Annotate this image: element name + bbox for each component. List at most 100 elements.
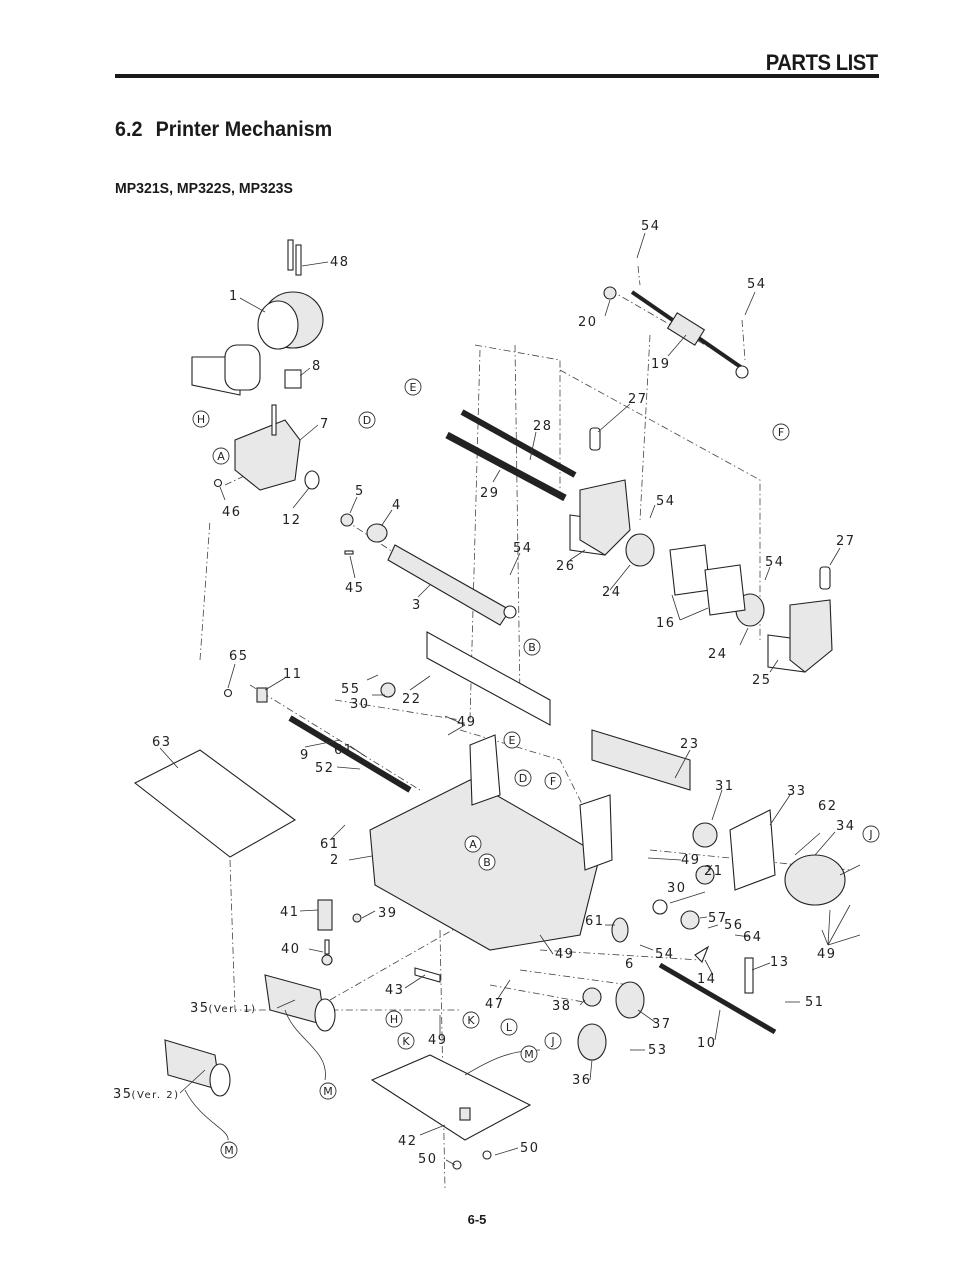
- callout-57: 57: [708, 911, 728, 926]
- svg-text:M: M: [524, 1048, 534, 1061]
- svg-text:D: D: [519, 772, 527, 785]
- callout-56: 56: [724, 918, 744, 933]
- motor-34: [784, 854, 846, 906]
- svg-text:H: H: [390, 1013, 398, 1026]
- callout-49-lower: 49: [428, 1033, 448, 1048]
- svg-text:J: J: [868, 828, 872, 841]
- tray-63: [133, 749, 297, 858]
- sensor-43: [414, 967, 441, 983]
- main-frame-2-right-wall: [579, 794, 613, 871]
- pcb-42: [370, 1054, 532, 1141]
- callout-38: 38: [552, 999, 572, 1014]
- collar-5: [340, 513, 354, 527]
- plate-8: [284, 369, 302, 389]
- callout-20: 20: [578, 315, 598, 330]
- ref-h-pcb: H: [385, 1010, 403, 1028]
- ref-b-frame: B: [478, 853, 496, 871]
- callout-53: 53: [648, 1043, 668, 1058]
- section-number: 6.2: [115, 118, 143, 141]
- bushing-20: [603, 286, 617, 300]
- callout-11: 11: [283, 667, 303, 682]
- svg-text:D: D: [363, 414, 371, 427]
- callout-5: 5: [355, 484, 365, 499]
- callout-31: 31: [715, 779, 735, 794]
- motor-1-face: [257, 300, 299, 350]
- callout-54-mid: 54: [656, 494, 676, 509]
- callout-54-lower: 54: [655, 947, 675, 962]
- svg-text:A: A: [469, 838, 477, 851]
- ref-m-ver2: M: [220, 1141, 238, 1159]
- svg-text:A: A: [217, 450, 225, 463]
- callout-8: 8: [312, 359, 322, 374]
- callout-27-upper: 27: [628, 392, 648, 407]
- callout-54-side: 54: [765, 555, 785, 570]
- ref-j-pcb: J: [544, 1032, 562, 1050]
- ref-j-motor: J: [862, 825, 880, 843]
- svg-text:K: K: [402, 1035, 410, 1048]
- callout-34: 34: [836, 819, 856, 834]
- callout-36: 36: [572, 1073, 592, 1088]
- callout-54-right: 54: [747, 277, 767, 292]
- callout-35-ver2-number: 35: [113, 1087, 133, 1102]
- gear-57: [680, 910, 700, 930]
- callout-21: 21: [704, 864, 724, 879]
- callout-49-motor: 49: [817, 947, 837, 962]
- ref-h-upper: H: [192, 410, 210, 428]
- motor-35-ver2-face: [209, 1063, 231, 1097]
- callout-46: 46: [222, 505, 242, 520]
- callout-47: 47: [485, 997, 505, 1012]
- part-shapes: [133, 239, 861, 1170]
- header-title: PARTS LIST: [766, 50, 878, 75]
- svg-text:E: E: [410, 381, 417, 394]
- lever-27b: [819, 566, 831, 590]
- screw-48a: [287, 239, 294, 271]
- callout-63: 63: [152, 735, 172, 750]
- gear-19-end: [735, 365, 749, 379]
- callout-29: 29: [480, 486, 500, 501]
- callout-14: 14: [697, 972, 717, 987]
- callout-33: 33: [787, 784, 807, 799]
- callout-49-upper: 49: [457, 715, 477, 730]
- motor-35-ver1-face: [314, 998, 336, 1032]
- callout-54-top: 54: [641, 219, 661, 234]
- svg-text:L: L: [506, 1021, 513, 1034]
- roller-19: [666, 312, 706, 346]
- ref-f-upper: F: [772, 423, 790, 441]
- svg-text:F: F: [550, 775, 556, 788]
- gear-38: [582, 987, 602, 1007]
- svg-text:E: E: [509, 734, 516, 747]
- callout-1: 1: [229, 289, 239, 304]
- gear-36: [577, 1023, 607, 1061]
- callout-42: 42: [398, 1134, 418, 1149]
- callout-16: 16: [656, 616, 676, 631]
- sheet-23: [591, 729, 691, 791]
- lever-27a: [589, 427, 601, 451]
- ref-k-pcb: K: [462, 1011, 480, 1029]
- callout-49-frame: 49: [555, 947, 575, 962]
- ref-b-upper: B: [523, 638, 541, 656]
- gear-37: [615, 981, 645, 1019]
- pin-40: [324, 939, 330, 955]
- callout-19: 19: [651, 357, 671, 372]
- spring-14: [694, 945, 710, 963]
- ref-m-pcb: M: [520, 1045, 538, 1063]
- ref-d-frame: D: [514, 769, 532, 787]
- svg-text:J: J: [550, 1035, 554, 1048]
- ref-f-frame: F: [544, 772, 562, 790]
- callout-28: 28: [533, 419, 553, 434]
- callout-65: 65: [229, 649, 249, 664]
- bearing-24a: [625, 533, 655, 567]
- holder-16a: [669, 544, 711, 596]
- svg-text:K: K: [467, 1014, 475, 1027]
- callout-23: 23: [680, 737, 700, 752]
- callout-6: 6: [625, 957, 635, 972]
- callout-37: 37: [652, 1017, 672, 1032]
- header-rule: [115, 74, 879, 78]
- platen-3-end: [503, 605, 517, 619]
- callout-40: 40: [281, 942, 301, 957]
- callout-43: 43: [385, 983, 405, 998]
- callout-49-mid: 49: [681, 853, 701, 868]
- gear-6: [611, 917, 629, 943]
